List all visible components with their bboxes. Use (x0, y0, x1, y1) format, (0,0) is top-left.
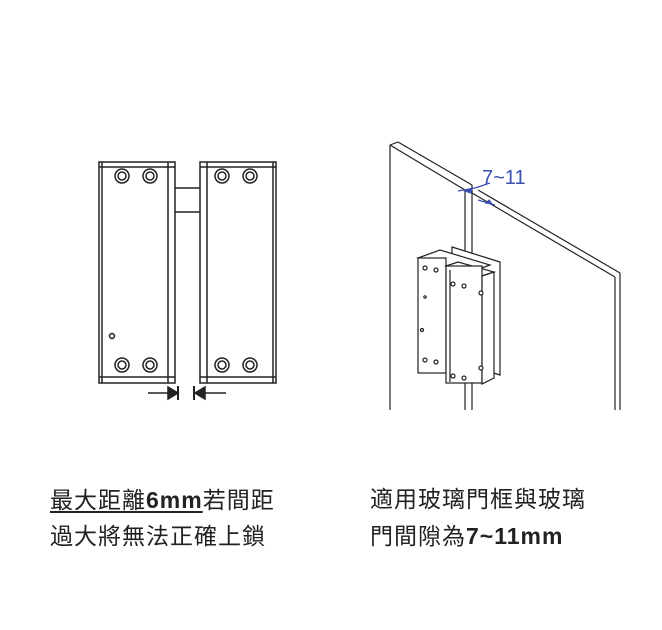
right-caption-line2: 門間隙為7~11mm (370, 518, 586, 555)
left-caption-rest: 若間距 (202, 488, 275, 514)
lock-body (416, 246, 501, 385)
screw-holes (108, 168, 258, 373)
dimension-marker (457, 182, 496, 206)
max-distance-text: 最大距離 (50, 488, 146, 514)
left-caption-line2: 過大將無法正確上鎖 (50, 524, 266, 550)
left-caption: 最大距離6mm若間距 過大將無法正確上鎖 (50, 482, 275, 555)
isometric-glass-door-drawing (389, 141, 621, 410)
front-view-lock-drawing (98, 161, 277, 401)
right-caption-line1: 適用玻璃門框與玻璃 (370, 487, 586, 513)
max-distance-value: 6mm (146, 487, 203, 513)
dimension-label: 7~11 (482, 167, 526, 189)
right-caption: 適用玻璃門框與玻璃 門間隙為7~11mm (370, 482, 586, 555)
max-distance-underlined: 最大距離6mm (50, 487, 203, 514)
gap-value: 7~11mm (466, 523, 564, 549)
gap-text: 門間隙為 (370, 524, 466, 550)
gap-arrows (148, 385, 226, 401)
left-caption-line1: 最大距離6mm若間距 (50, 482, 275, 519)
